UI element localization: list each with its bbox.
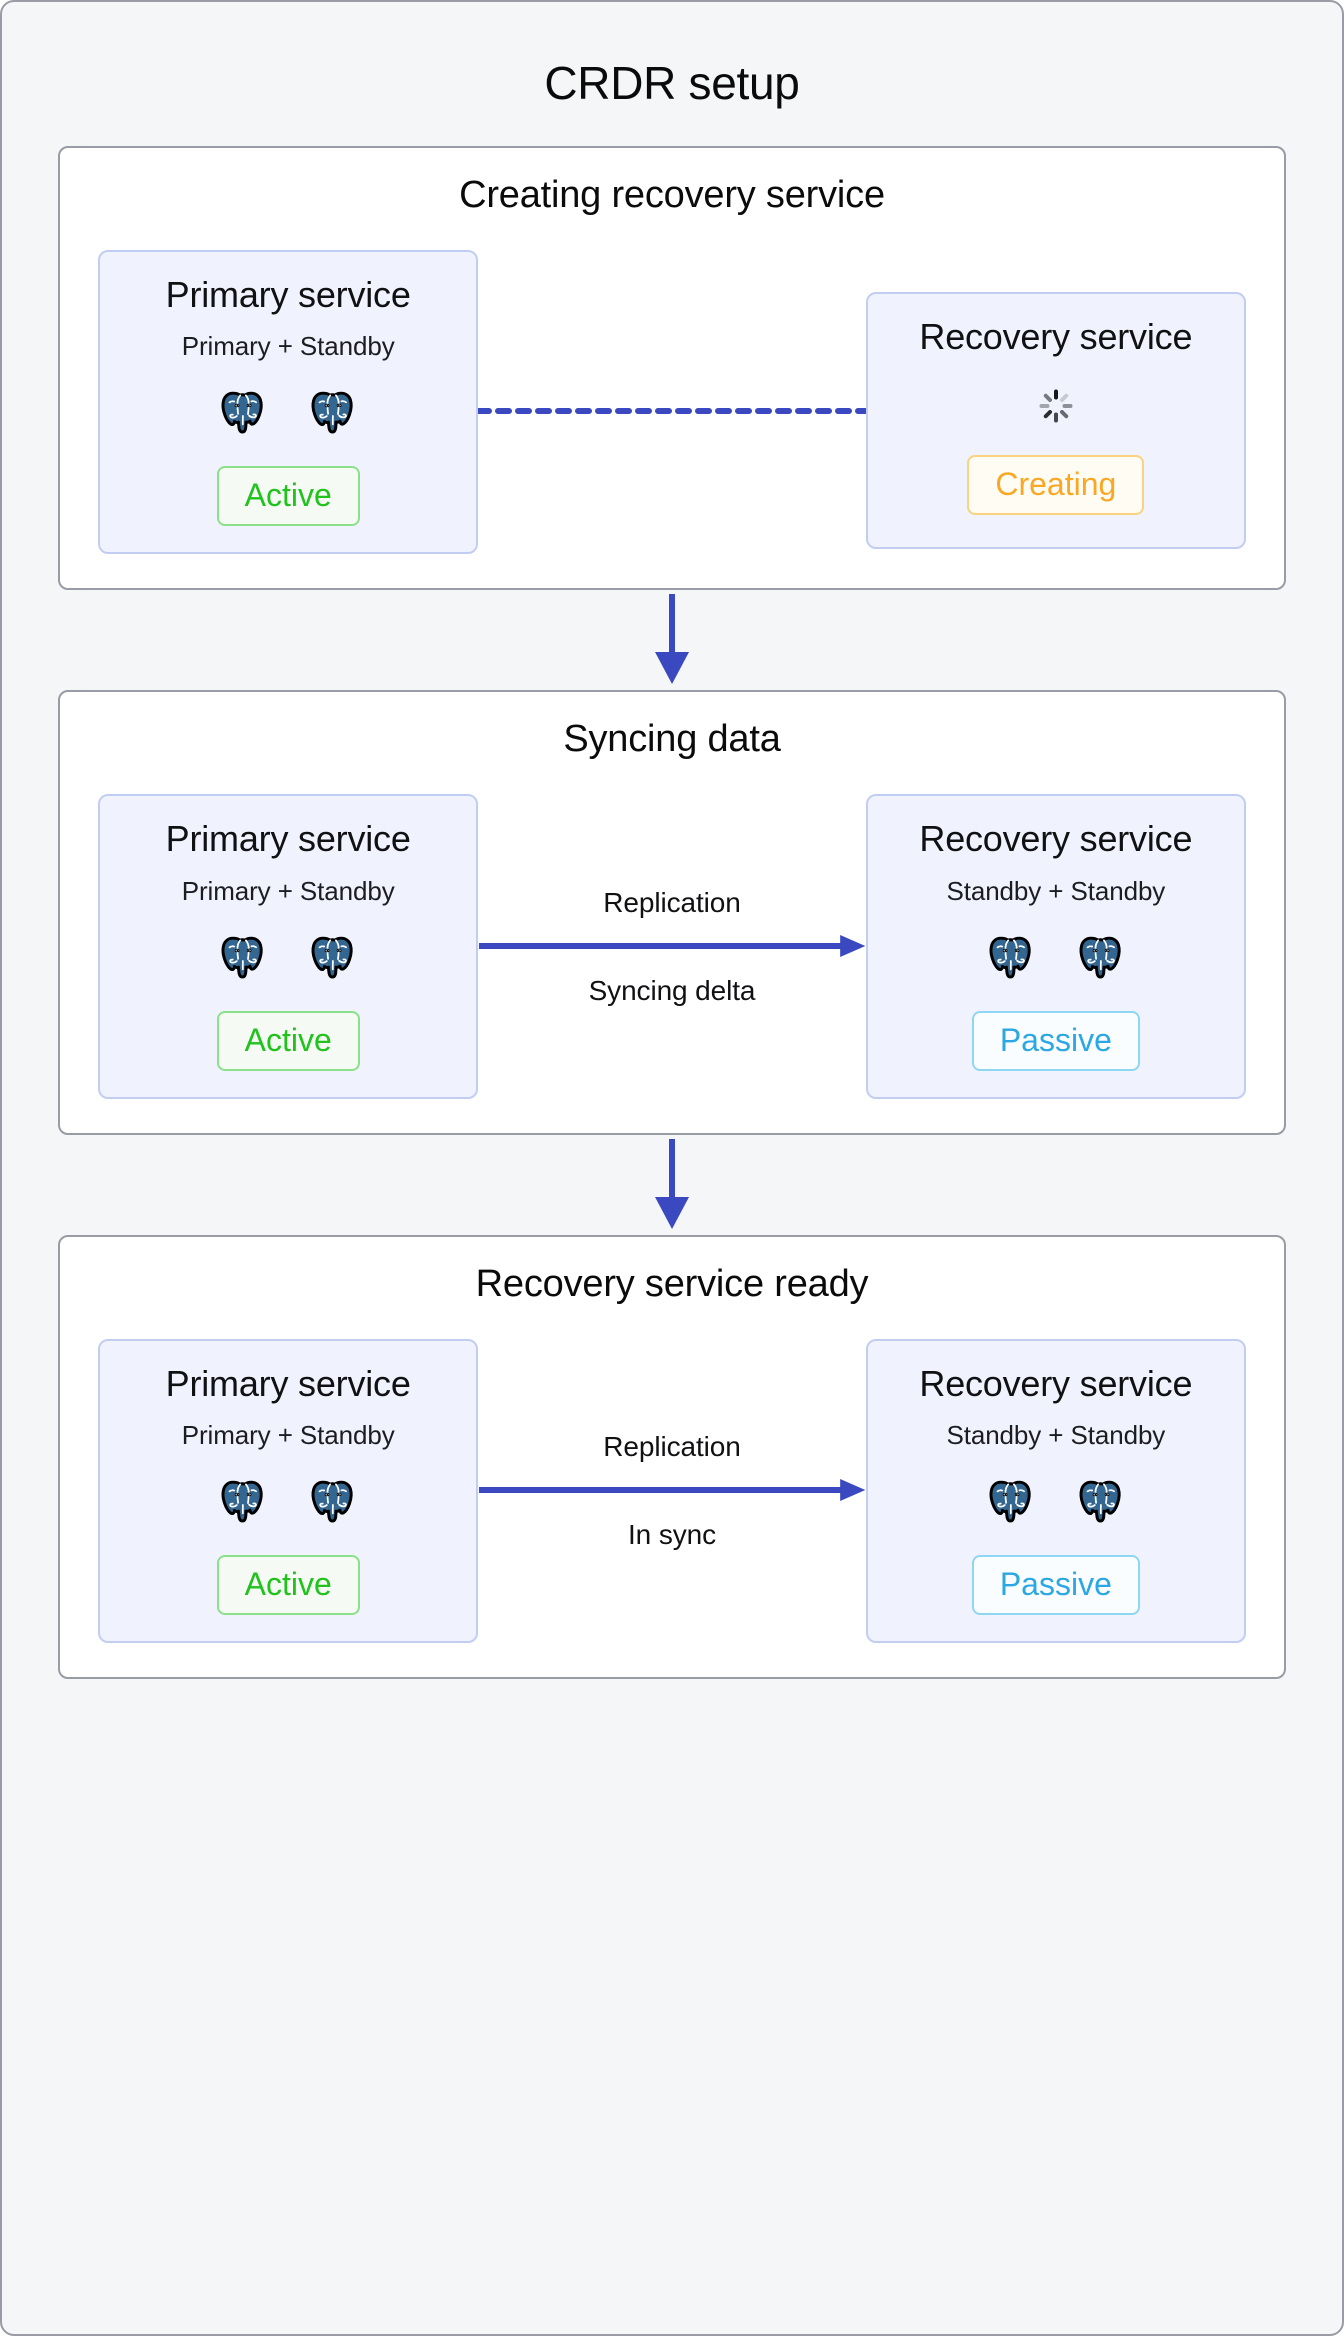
db-node <box>1073 1473 1129 1529</box>
postgresql-elephant-icon <box>311 392 353 434</box>
service-subtitle: Primary + Standby <box>181 1420 395 1451</box>
connector: Replication In sync <box>478 1339 866 1643</box>
db-node <box>1073 929 1129 985</box>
primary-service-card[interactable]: Primary service Primary + Standby <box>98 250 479 555</box>
connector-label-bottom: Syncing delta <box>588 974 756 1006</box>
postgresql-elephant-icon <box>221 1480 263 1523</box>
spinner-area <box>878 383 1234 429</box>
loading-spinner-icon <box>1039 389 1073 423</box>
service-name: Recovery service <box>919 316 1193 357</box>
db-node <box>215 929 271 985</box>
db-node <box>215 384 271 440</box>
dashed-connector-line <box>478 407 865 415</box>
status-badge: Active <box>216 466 360 527</box>
service-subtitle: Primary + Standby <box>181 331 395 362</box>
recovery-service-card[interactable]: Recovery service Standby + Standby <box>865 794 1247 1099</box>
page-title: CRDR setup <box>544 57 800 109</box>
db-node-row <box>878 929 1234 985</box>
db-node-row <box>110 929 466 985</box>
stage-transition-arrow <box>2 1135 1342 1235</box>
recovery-service-card[interactable]: Recovery service Creating <box>865 292 1247 550</box>
connector-label-bottom: In sync <box>628 1518 717 1550</box>
db-node-row <box>878 1473 1234 1529</box>
db-node <box>215 1473 271 1529</box>
service-subtitle: Standby + Standby <box>946 1420 1166 1451</box>
service-name: Recovery service <box>919 818 1193 860</box>
postgresql-elephant-icon <box>1079 1480 1121 1523</box>
db-node <box>983 929 1039 985</box>
stage-title: Creating recovery service <box>459 174 885 216</box>
step-down-arrow <box>655 1138 689 1229</box>
status-badge: Passive <box>971 1555 1140 1616</box>
postgresql-elephant-icon <box>311 1480 353 1523</box>
db-node <box>305 1473 361 1529</box>
service-subtitle: Primary + Standby <box>181 875 395 906</box>
service-name: Primary service <box>165 274 411 315</box>
db-node-row <box>110 384 466 440</box>
status-badge: Passive <box>971 1010 1140 1071</box>
connector-label-top: Replication <box>603 1430 741 1462</box>
postgresql-elephant-icon <box>221 936 263 979</box>
replication-arrow <box>479 1478 866 1501</box>
stage-title: Syncing data <box>563 718 781 761</box>
postgresql-elephant-icon <box>989 1480 1031 1523</box>
stage-title: Recovery service ready <box>475 1262 869 1305</box>
stage-panel: Syncing data Primary service Primary + S… <box>58 690 1286 1135</box>
service-name: Recovery service <box>919 1362 1193 1404</box>
primary-service-card[interactable]: Primary service Primary + Standby <box>98 1338 479 1644</box>
db-node <box>305 929 361 985</box>
service-subtitle: Standby + Standby <box>946 875 1166 906</box>
stage-panel: Creating recovery service Primary servic… <box>58 146 1286 591</box>
db-node-row <box>110 1473 466 1529</box>
postgresql-elephant-icon <box>1079 936 1121 979</box>
connector <box>478 250 865 554</box>
stage-list: Creating recovery service Primary servic… <box>2 146 1342 1680</box>
connector: Replication Syncing delta <box>478 794 866 1098</box>
service-name: Primary service <box>165 1362 411 1404</box>
stage-panel: Recovery service ready Primary service P… <box>58 1234 1286 1680</box>
postgresql-elephant-icon <box>221 392 263 434</box>
service-name: Primary service <box>165 818 411 860</box>
postgresql-elephant-icon <box>311 936 353 979</box>
stage-transition-arrow <box>2 590 1342 690</box>
db-node <box>305 384 361 440</box>
connector-label-top: Replication <box>603 886 741 918</box>
status-badge: Creating <box>967 455 1145 516</box>
step-down-arrow <box>655 594 689 685</box>
recovery-service-card[interactable]: Recovery service Standby + Standby <box>865 1338 1247 1644</box>
db-node <box>983 1473 1039 1529</box>
postgresql-elephant-icon <box>989 936 1031 979</box>
replication-arrow <box>479 934 866 957</box>
primary-service-card[interactable]: Primary service Primary + Standby <box>98 794 479 1099</box>
status-badge: Active <box>216 1010 360 1071</box>
status-badge: Active <box>216 1555 360 1616</box>
